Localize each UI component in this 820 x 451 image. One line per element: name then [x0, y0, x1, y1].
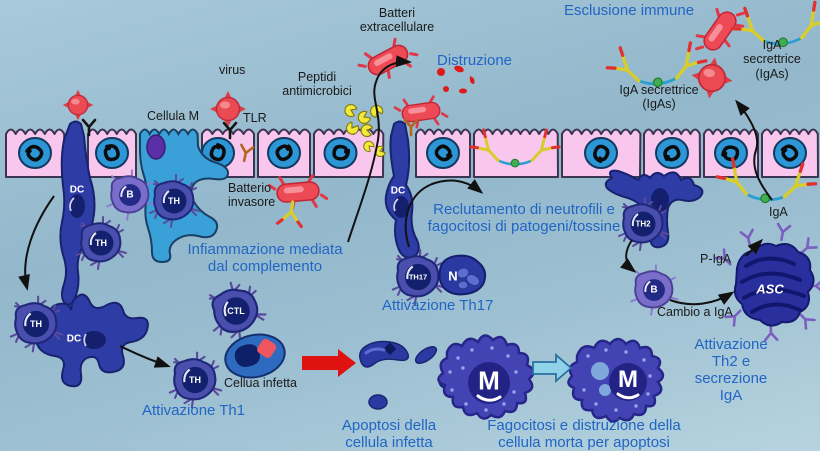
b-left-label: B [126, 189, 134, 201]
th2-label: TH2 [635, 219, 651, 229]
label-iga: IgA [769, 205, 788, 219]
excluded-bacterium [689, 0, 751, 65]
th17-label: TH17 [408, 272, 428, 282]
cell-nucleus [426, 137, 460, 169]
th-label-1: TH [168, 196, 180, 206]
cell-nucleus [655, 137, 689, 169]
th-label-2: TH [95, 238, 107, 248]
m2-label: M [618, 366, 638, 393]
cell-nucleus [584, 137, 618, 169]
dc2-label: DC [390, 185, 406, 197]
label-p-iga: P-IgA [700, 252, 732, 266]
arrow-th2-to-b [620, 239, 637, 273]
label-batteri-extracellulare: Batteri extracellulare [359, 6, 435, 35]
b-right-label: B [650, 284, 658, 296]
extracellular-bacterium [354, 31, 422, 89]
label-attivazione-th2: Attivazione Th2 e secrezione IgA [694, 336, 768, 405]
dendritic-cell-bottom [35, 293, 149, 388]
macrophage-2 [567, 337, 665, 423]
invading-bacterium [267, 172, 329, 212]
th-label-4: TH [189, 375, 201, 385]
label-cellua-infetta: Cellua infetta [224, 376, 297, 390]
n-label: N [448, 268, 458, 284]
arrow-asc-up [745, 238, 764, 257]
virus-top-left [62, 89, 94, 121]
label-iga-secrettrice-mid: IgA secrettrice (IgAs) [619, 83, 699, 112]
dc-bottom-label: DC [66, 333, 82, 345]
arrow-to-reclutamento [404, 179, 484, 248]
label-tlr: TLR [243, 111, 267, 125]
cell-nucleus [773, 137, 807, 169]
dc1-label: DC [69, 184, 85, 196]
label-fagocitosi: Fagocitosi e distruzione della cellula m… [487, 417, 681, 451]
arrow-to-distruzione [347, 55, 412, 243]
cell-nucleus [323, 137, 358, 169]
label-iga-secrettrice-top: IgA secrettrice (IgAs) [743, 38, 801, 81]
label-cambio-a-iga: Cambio a IgA [657, 305, 733, 319]
label-attivazione-th1: Attivazione Th1 [142, 402, 246, 419]
th-label-3: TH [30, 319, 42, 329]
asc-label: ASC [756, 281, 784, 297]
ctl-label: CTL [227, 306, 245, 316]
red-arrow [302, 349, 356, 377]
asc-plasma-cell [714, 222, 820, 342]
label-batterio-invasore: Batterio invasore [228, 181, 276, 210]
m1-label: M [478, 365, 500, 396]
cyan-arrow [532, 353, 573, 383]
label-infiammazione: Infiammazione mediata dal complemento [187, 241, 343, 276]
label-reclutamento: Reclutamento di neutrofili e fagocitosi … [427, 201, 621, 236]
virus-main [209, 90, 247, 128]
label-esclusione-immune: Esclusione immune [564, 2, 695, 19]
macrophage-1 [437, 334, 535, 420]
arrow-iga-secretion [735, 99, 773, 201]
label-attivazione-th17: Attivazione Th17 [382, 297, 494, 314]
label-peptidi-antimicrobici: Peptidi antimicrobici [282, 70, 352, 99]
cell-nucleus [714, 137, 748, 169]
cell-nucleus [267, 137, 301, 169]
arrow-dc-to-th1 [119, 345, 171, 368]
neutrophil [438, 254, 487, 296]
dendritic-cell-2 [384, 120, 420, 259]
label-cellula-m: Cellula M [147, 109, 200, 123]
m-cell-nucleus [146, 134, 166, 160]
arrow-dc1-down [18, 195, 55, 291]
cell-nucleus [18, 137, 52, 169]
label-apoptosi: Apoptosi della cellula infetta [341, 417, 437, 451]
arrow-b-to-asc [669, 291, 735, 306]
epithelium-band [5, 128, 819, 178]
destroyed-bacteria-debris [437, 65, 475, 94]
complement-antibody-icon [275, 198, 307, 229]
label-distruzione: Distruzione [437, 52, 513, 69]
arrows [18, 55, 773, 368]
label-virus: virus [219, 63, 246, 77]
cell-nucleus [95, 137, 129, 169]
infected-cell [224, 333, 286, 379]
